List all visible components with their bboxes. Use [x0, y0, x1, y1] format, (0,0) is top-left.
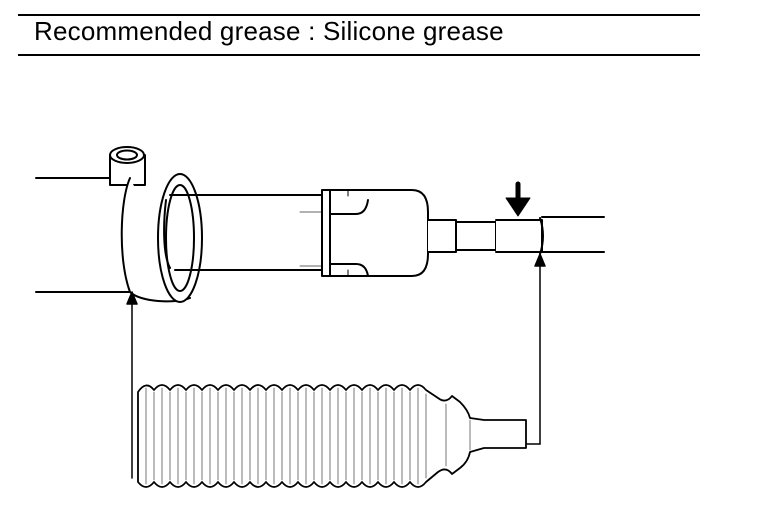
caption-label: Recommended grease	[34, 16, 301, 46]
housing-port	[109, 146, 146, 186]
boot-leader-lines	[126, 253, 546, 479]
tie-rod-inner-joint	[321, 189, 429, 277]
housing-flange	[120, 173, 203, 303]
caption-separator: :	[308, 16, 316, 46]
top-rule	[18, 14, 700, 16]
grease-caption: Recommended grease : Silicone grease	[34, 16, 504, 47]
caption-value: Silicone grease	[322, 16, 504, 46]
rack-bar	[163, 194, 323, 271]
tie-rod	[427, 216, 605, 255]
bottom-rule	[18, 54, 700, 56]
grease-point-arrow	[505, 181, 531, 217]
bellows-boot	[137, 384, 527, 488]
